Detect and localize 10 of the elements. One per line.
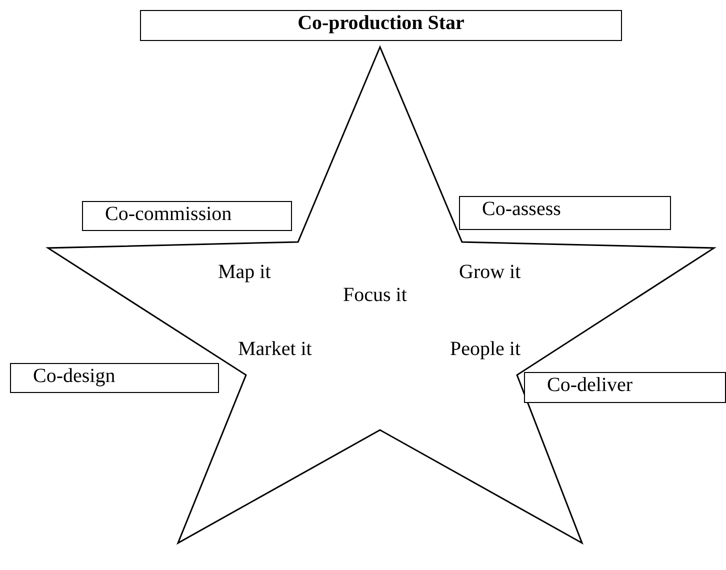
text-box: Co-assess	[459, 196, 671, 230]
text-box: Co-deliver	[524, 372, 726, 403]
star-label: People it	[450, 339, 521, 359]
text-box: Co-design	[10, 363, 219, 393]
star-label: Market it	[238, 339, 312, 359]
text-box: Co-commission	[82, 201, 292, 231]
star-label: Map it	[218, 262, 271, 282]
title: Co-production Star	[140, 10, 622, 41]
star-label: Grow it	[459, 262, 521, 282]
star-label: Focus it	[343, 285, 407, 305]
